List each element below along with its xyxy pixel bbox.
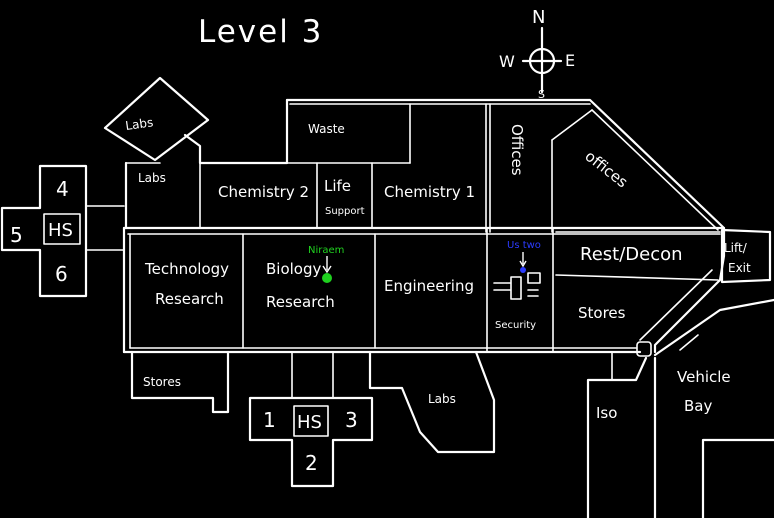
door-iso <box>636 341 652 357</box>
hub-left-box <box>43 213 81 245</box>
room-lift-1: Lift/ <box>724 241 748 255</box>
room-rest-decon: Rest/Decon <box>580 244 683 265</box>
room-iso: Iso <box>596 404 617 422</box>
room-waste: Waste <box>308 122 345 136</box>
wall-iso <box>586 356 648 518</box>
compass: N S E W <box>499 7 575 101</box>
compass-east: E <box>565 51 575 70</box>
marker-us-two-dot <box>520 267 526 273</box>
wall-offices-diag <box>551 109 593 141</box>
marker-us-two: Us two <box>507 240 541 273</box>
map-title: Level 3 <box>198 14 323 50</box>
wall-offices-diag-2 <box>591 109 719 231</box>
room-life-support-1: Life <box>324 177 351 195</box>
wall-vehicle-top <box>653 298 774 357</box>
room-stores-right: Stores <box>578 304 626 322</box>
wall-stores-bottom <box>130 350 230 414</box>
room-biology-2: Research <box>266 293 335 311</box>
hub-left-label: HS <box>48 220 73 241</box>
hub-bottom-num-right: 3 <box>345 408 358 432</box>
security-desk <box>510 276 522 300</box>
room-vehicle-bay-1: Vehicle <box>677 368 731 386</box>
wall-stores-diag <box>639 269 713 341</box>
room-labs-bottom: Labs <box>428 392 456 406</box>
room-labels: Labs Labs Waste Chemistry 2 Life Support… <box>124 115 751 422</box>
compass-south: S <box>538 88 545 101</box>
room-biology-1: Biology <box>266 260 322 278</box>
hub-left-num-left: 5 <box>10 223 23 247</box>
wall-upper-wing <box>285 98 726 354</box>
marker-us-two-arrowhead <box>519 260 527 268</box>
wall-labs-angled <box>103 76 210 162</box>
hub-bottom-box <box>293 405 329 437</box>
wall-labs-bottom <box>368 350 496 454</box>
hub-left-num-top: 4 <box>56 177 69 201</box>
room-stores-bottom: Stores <box>143 375 181 389</box>
room-life-support-2: Support <box>325 206 365 217</box>
room-chemistry-2: Chemistry 2 <box>218 183 309 201</box>
walls <box>0 76 774 518</box>
wall-lift <box>720 228 772 284</box>
room-technology-2: Research <box>155 290 224 308</box>
room-offices-vertical: Offices <box>508 124 526 176</box>
room-vehicle-bay-2: Bay <box>684 397 712 415</box>
marker-niraem-arrowhead <box>322 265 332 274</box>
marker-niraem-dot <box>322 273 332 283</box>
wall-rest-stores <box>555 274 719 281</box>
compass-north: N <box>532 7 545 28</box>
hub-bottom-num-left: 1 <box>263 408 276 432</box>
marker-niraem: Niraem <box>308 245 344 283</box>
hub-bottom-num-bottom: 2 <box>305 451 318 475</box>
hub-bottom-label: HS <box>297 412 322 433</box>
wall-vehicle-ramp <box>679 334 699 351</box>
room-engineering: Engineering <box>384 277 474 295</box>
hub-left: 4 5 6 HS <box>10 177 73 286</box>
wall-vehicle-bottom <box>701 438 774 518</box>
room-labs-angled: Labs <box>124 115 154 133</box>
hub-bottom: 1 3 2 HS <box>263 408 358 475</box>
wall-left-hub <box>0 164 88 298</box>
room-labs-left: Labs <box>138 171 166 185</box>
marker-niraem-label: Niraem <box>308 245 344 256</box>
room-technology-1: Technology <box>144 260 229 278</box>
security-sketch <box>493 272 541 300</box>
room-chemistry-1: Chemistry 1 <box>384 183 475 201</box>
hub-left-num-bottom: 6 <box>55 262 68 286</box>
wall-bottom-hub <box>248 396 374 488</box>
marker-us-two-label: Us two <box>507 240 541 251</box>
wall-upper-left <box>183 98 289 165</box>
room-lift-2: Exit <box>728 261 751 275</box>
security-console <box>527 272 541 284</box>
compass-west: W <box>499 52 515 71</box>
room-offices-diagonal: offices <box>582 147 632 191</box>
room-security: Security <box>495 320 536 331</box>
